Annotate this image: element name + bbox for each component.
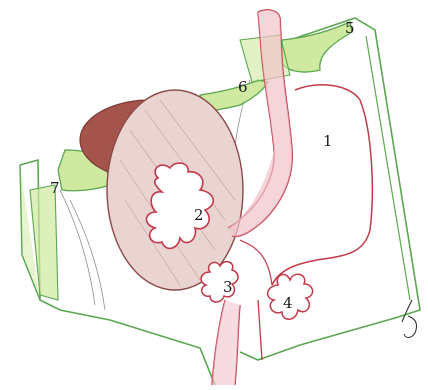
label-3: 3 [223, 278, 233, 296]
ligament-5 [282, 22, 352, 72]
label-2: 2 [194, 206, 204, 224]
label-5: 5 [345, 19, 355, 37]
label-1: 1 [323, 132, 333, 150]
label-4: 4 [283, 294, 293, 312]
cavity-1-inner [240, 240, 272, 285]
lower-duct [212, 300, 262, 385]
label-7: 7 [50, 179, 60, 197]
lower-duct-right-wall [258, 300, 262, 360]
outer-wall-right-inner [366, 36, 410, 300]
label-6: 6 [238, 78, 248, 96]
artist-signature [402, 300, 417, 337]
